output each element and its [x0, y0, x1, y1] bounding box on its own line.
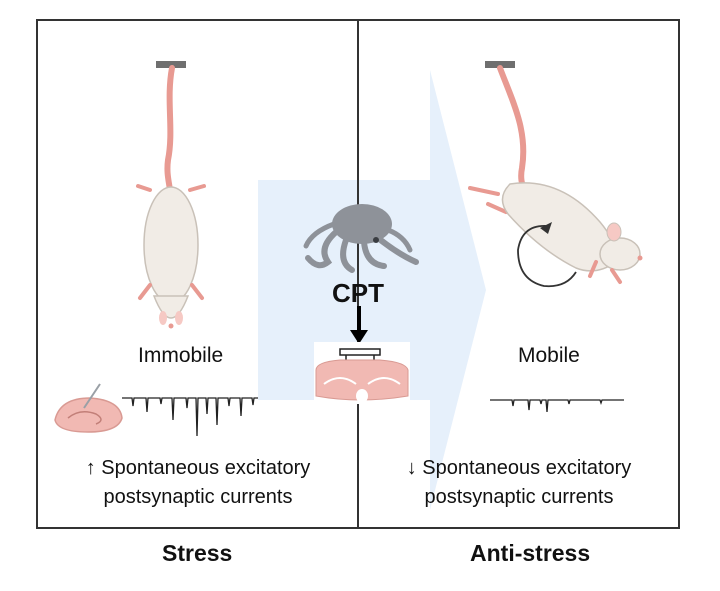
left-current-line2: postsynaptic currents: [103, 486, 293, 508]
octopus-icon: [303, 204, 419, 273]
mobile-mouse-icon: [468, 61, 643, 288]
epsc-trace-right: [490, 399, 624, 413]
left-current-line1: ↑ Spontaneous excitatory: [85, 457, 311, 479]
down-arrow-icon: [350, 306, 368, 344]
treatment-label: CPT: [332, 278, 384, 308]
brain-slice-center-icon: [314, 342, 410, 404]
stress-title: Stress: [162, 540, 233, 566]
mobile-label: Mobile: [518, 344, 580, 367]
left-current-description: ↑ Spontaneous excitatory postsynaptic cu…: [45, 454, 351, 512]
right-current-line1: ↓ Spontaneous excitatory: [406, 457, 632, 479]
anti-stress-title: Anti-stress: [470, 540, 591, 566]
epsc-trace-left: [122, 397, 258, 437]
immobile-label: Immobile: [138, 344, 224, 367]
right-current-description: ↓ Spontaneous excitatory postsynaptic cu…: [366, 454, 672, 512]
right-current-line2: postsynaptic currents: [424, 486, 614, 508]
anti-stress-panel-border: [357, 19, 680, 529]
immobile-mouse-icon: [136, 61, 206, 329]
brain-slice-left-icon: [54, 383, 123, 433]
